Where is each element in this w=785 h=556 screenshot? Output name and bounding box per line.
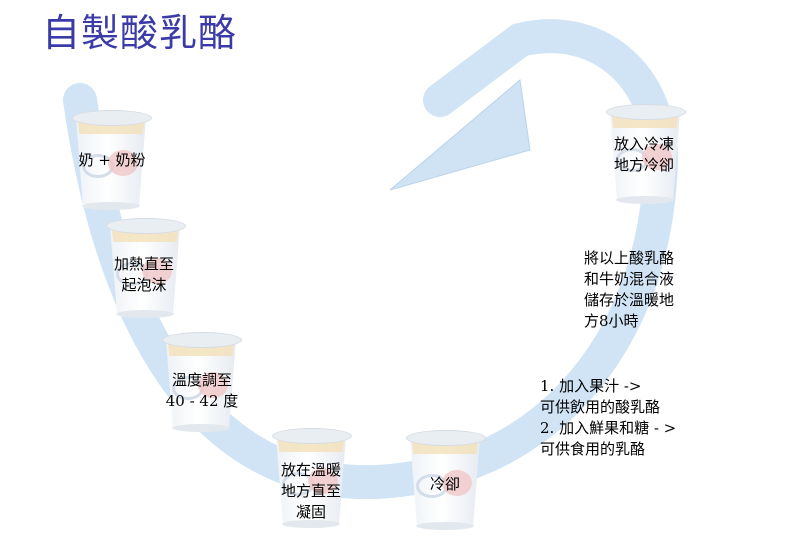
page-title: 自製酸乳酪 bbox=[42, 11, 238, 55]
yogurt-cup-icon bbox=[72, 110, 152, 212]
step-6-label: 1. 加入果汁 -> 可供飲用的酸乳酪 2. 加入鮮果和糖 - > 可供食用的乳… bbox=[540, 377, 677, 458]
step-3-label: 溫度調至 40 - 42 度 bbox=[165, 371, 239, 410]
step-8-label: 放入冷凍 地方冷卻 bbox=[613, 135, 674, 174]
yogurt-cup-icon bbox=[406, 430, 486, 532]
yogurt-cup-icon bbox=[162, 332, 242, 434]
step-4-label: 放在溫暖 地方直至 凝固 bbox=[280, 461, 341, 521]
step-2-label: 加熱直至 起泡沫 bbox=[113, 255, 174, 294]
step-5-label: 冷卻 bbox=[429, 475, 460, 493]
step-1-label: 奶 + 奶粉 bbox=[78, 151, 146, 169]
yogurt-cup-icon bbox=[106, 218, 186, 320]
step-7-label: 將以上酸乳酪 和牛奶混合液 儲存於溫暖地 方8小時 bbox=[584, 249, 675, 330]
yogurt-cup-icon bbox=[272, 428, 352, 530]
yogurt-cup-icon bbox=[606, 104, 686, 206]
